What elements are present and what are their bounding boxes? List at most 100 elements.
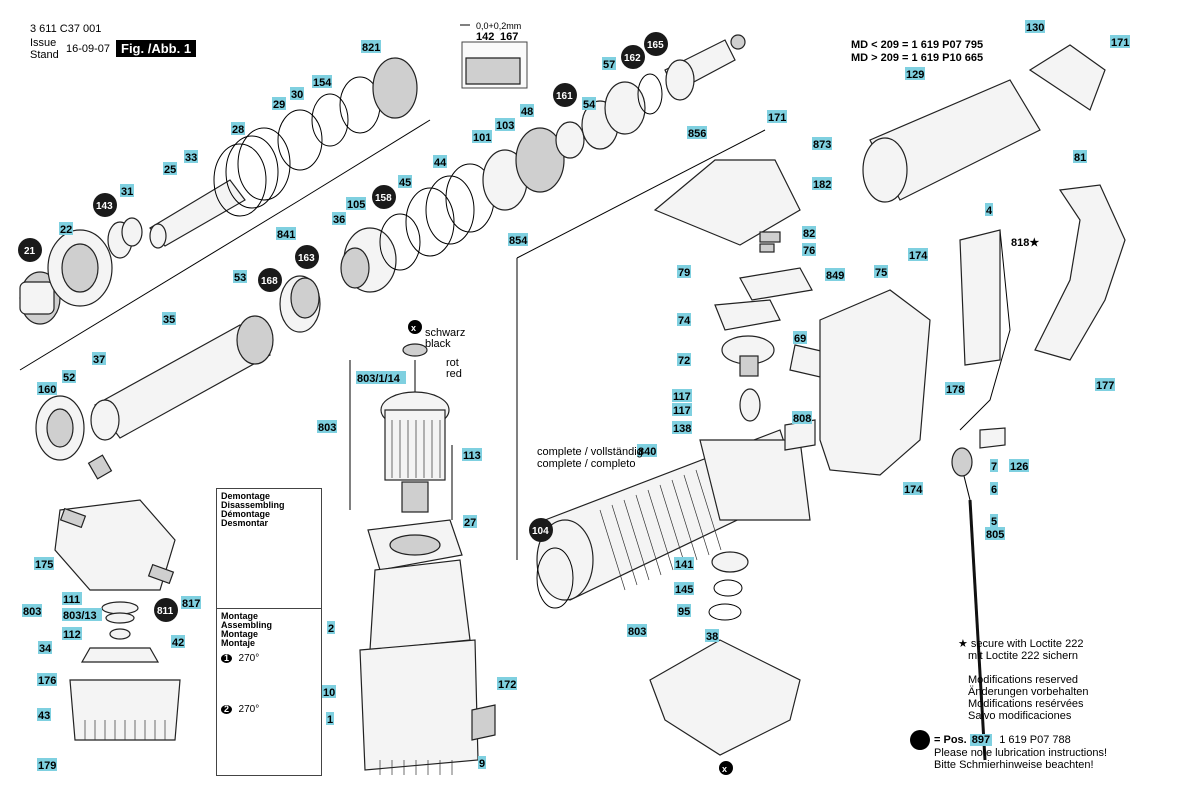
- part-82: [759, 231, 781, 243]
- callout-label: 803/1/14: [356, 371, 406, 385]
- callout-label: 22: [59, 222, 73, 236]
- svg-text:36: 36: [333, 214, 345, 226]
- part-plate-74: [714, 299, 781, 331]
- svg-text:168: 168: [261, 276, 278, 287]
- part-cap-130: [1028, 44, 1106, 111]
- part-76: [759, 243, 775, 253]
- svg-text:803: 803: [318, 422, 336, 434]
- callout-label: 1: [326, 712, 334, 726]
- part-gear-72: [721, 335, 775, 377]
- part-springs: [213, 57, 418, 217]
- dimension-tolerance: 0,0+0,2mm: [476, 21, 522, 31]
- part-spindle: [149, 179, 246, 249]
- part-95: [708, 603, 742, 621]
- issue-label: Issue: [30, 37, 57, 49]
- callout-label: 171: [1110, 35, 1130, 49]
- mod-note: Änderungen vorbehalten: [968, 686, 1089, 698]
- cable-path: [959, 229, 1011, 431]
- svg-text:856: 856: [688, 128, 706, 140]
- issue-date: 16-09-07: [66, 43, 111, 55]
- wire-label-red: red: [446, 368, 462, 380]
- part-ring-163: [290, 277, 320, 319]
- svg-text:82: 82: [803, 228, 815, 240]
- callout-label: 174: [908, 248, 928, 262]
- svg-text:112: 112: [63, 629, 81, 641]
- part-top-cover-873: [653, 159, 801, 246]
- part-tool-holder: [664, 34, 746, 101]
- svg-text:805: 805: [986, 529, 1004, 541]
- callout-label: 803/13: [62, 608, 102, 622]
- svg-text:873: 873: [813, 139, 831, 151]
- callout-label: 805: [985, 527, 1005, 541]
- svg-text:849: 849: [826, 270, 844, 282]
- lube-note-en: Please note lubrication instructions!: [934, 747, 1108, 759]
- svg-text:172: 172: [498, 679, 516, 691]
- svg-text:28: 28: [232, 124, 244, 136]
- mod-note: Salvo modificaciones: [968, 710, 1072, 722]
- callout-label: 95: [677, 604, 691, 618]
- svg-text:72: 72: [678, 355, 690, 367]
- svg-text:6: 6: [991, 484, 997, 496]
- svg-text:25: 25: [164, 164, 176, 176]
- svg-text:33: 33: [185, 152, 197, 164]
- callout-label: 113: [462, 448, 482, 462]
- svg-text:165: 165: [647, 40, 664, 51]
- svg-text:154: 154: [313, 77, 332, 89]
- svg-text:817: 817: [182, 598, 200, 610]
- dimension-d1: 142: [476, 31, 495, 43]
- callout-label: 175: [34, 557, 54, 571]
- callout-label: 57: [602, 57, 616, 71]
- callout-label: 112: [62, 627, 82, 641]
- wire-marker-x: x: [408, 320, 422, 334]
- svg-text:104: 104: [532, 526, 549, 537]
- callout-dark: 158: [372, 185, 396, 209]
- part-clutch: [340, 73, 663, 293]
- doc-number: 3 611 C37 001: [30, 23, 102, 35]
- svg-text:162: 162: [624, 53, 641, 64]
- callout-label: 45: [398, 175, 412, 189]
- svg-text:69: 69: [794, 333, 806, 345]
- part-bottom-housing: [69, 679, 181, 741]
- svg-text:45: 45: [399, 177, 411, 189]
- callout-label: 9: [478, 756, 486, 770]
- svg-text:4: 4: [986, 205, 993, 217]
- figure-label: Fig. /Abb. 1: [116, 40, 197, 57]
- callout-label: 103: [495, 118, 515, 132]
- md-variant-2: MD > 209 = 1 619 P10 665: [851, 52, 984, 64]
- svg-text:95: 95: [678, 606, 690, 618]
- part-bearing-13: [105, 612, 135, 624]
- svg-text:7: 7: [991, 461, 997, 473]
- callout-label: 126: [1009, 459, 1029, 473]
- part-seal-52-inner: [46, 408, 74, 448]
- dimension-detail: [460, 24, 528, 89]
- callout-label: 34: [38, 641, 52, 655]
- callout-label: 817: [181, 596, 201, 610]
- callout-label: 105: [346, 197, 366, 211]
- callout-labels: 821 154 30 29 28 25 33 31 22 53 35 37 52…: [22, 20, 1130, 772]
- part-washer-112: [109, 628, 131, 640]
- md-variant-1: MD < 209 = 1 619 P07 795: [851, 39, 984, 51]
- callout-label: 72: [677, 353, 691, 367]
- callout-label: 179: [37, 758, 57, 772]
- lube-note-de: Bitte Schmierhinweise beachten!: [934, 759, 1094, 771]
- callout-label: 44: [433, 155, 447, 169]
- svg-text:48: 48: [521, 106, 533, 118]
- svg-text:103: 103: [496, 120, 514, 132]
- wire-label-black: black: [425, 338, 451, 350]
- callout-label: 5: [990, 514, 998, 528]
- montage-line: Montage: [221, 629, 258, 639]
- svg-text:29: 29: [273, 99, 285, 111]
- montage-step-2: 2 270°: [221, 705, 317, 715]
- callout-label: 141: [674, 557, 694, 571]
- svg-text:9: 9: [479, 758, 485, 770]
- svg-text:x: x: [722, 764, 727, 774]
- demontage-line: Démontage: [221, 509, 271, 519]
- demontage-line: Demontage: [221, 491, 271, 501]
- callout-label: 154: [312, 75, 332, 89]
- part-guide-tube: [90, 315, 274, 441]
- svg-text:5: 5: [991, 516, 997, 528]
- montage-box: Montage Assembling Montage Montaje 1 270…: [216, 608, 322, 776]
- callout-dark: 161: [553, 83, 577, 107]
- part-cable-6: [951, 447, 987, 761]
- callout-dark: 811: [154, 598, 178, 622]
